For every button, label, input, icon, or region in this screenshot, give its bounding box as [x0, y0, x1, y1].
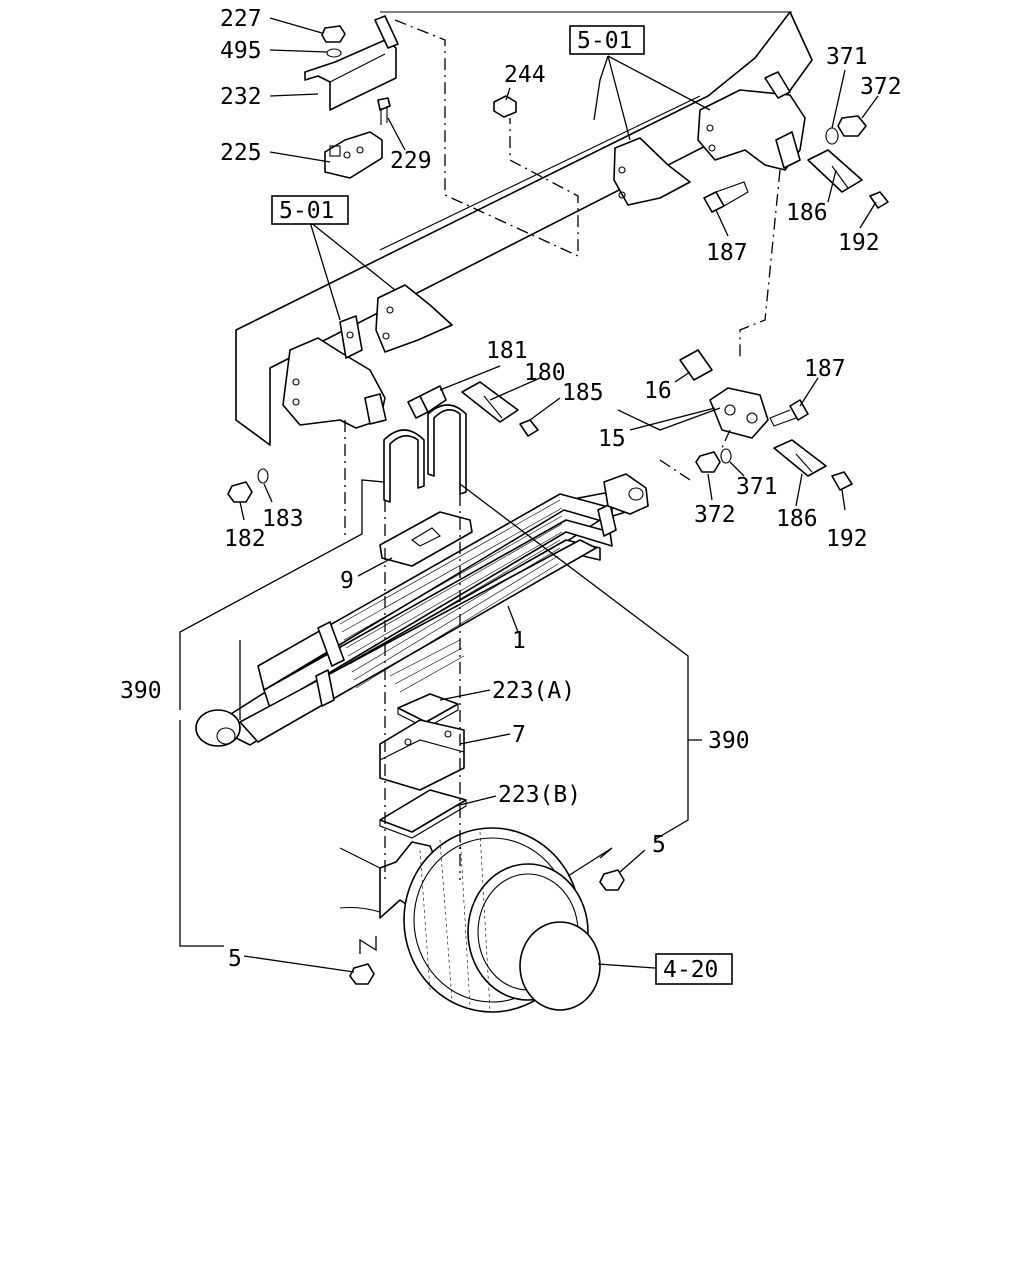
callout-186-lower: 186: [776, 506, 818, 532]
nut-372-lower: [695, 451, 721, 473]
callout-192-lower: 192: [826, 526, 868, 552]
pin-180: [461, 381, 519, 423]
callout-223b: 223(B): [498, 782, 581, 808]
bushing-16: [679, 349, 713, 381]
pin-186-lower: [773, 439, 827, 477]
callout-1: 1: [512, 628, 526, 654]
callout-225: 225: [220, 140, 262, 166]
callout-7: 7: [512, 722, 526, 748]
grease-nipple-192-lower: [831, 471, 853, 491]
callout-223a: 223(A): [492, 678, 575, 704]
nut-5-left: [349, 963, 375, 985]
callout-232: 232: [220, 84, 262, 110]
callout-187-lower: 187: [804, 356, 846, 382]
nut-227: [321, 25, 346, 43]
callout-371-lower: 371: [736, 474, 778, 500]
callout-5-left: 5: [228, 946, 242, 972]
callout-372-upper: 372: [860, 74, 902, 100]
reference-box-5-01-top: 5-01: [569, 25, 645, 55]
frame-rail: [235, 11, 813, 446]
rear-spring-hanger: [697, 71, 806, 171]
spacer-223b: [379, 789, 467, 839]
callout-183: 183: [262, 506, 304, 532]
reference-box-5-01-left: 5-01: [271, 195, 349, 225]
callout-244: 244: [504, 62, 546, 88]
callout-180: 180: [524, 360, 566, 386]
bracket-232: [304, 15, 399, 111]
spring-plate-9: [379, 511, 473, 567]
nut-182: [227, 481, 253, 503]
shackle-15: [709, 387, 769, 439]
bolt-187-upper: [703, 181, 749, 213]
pin-186-upper: [807, 149, 863, 193]
washer-495: [326, 48, 342, 58]
nut-5-right: [599, 869, 625, 891]
grease-nipple-185: [519, 419, 539, 437]
front-spring-hanger: [282, 315, 387, 429]
callout-390-left: 390: [120, 678, 162, 704]
bolt-181: [407, 385, 447, 419]
callout-5-right: 5: [652, 832, 666, 858]
callout-186-upper: 186: [786, 200, 828, 226]
bolt-187-lower: [769, 399, 809, 427]
callout-labels: 227 495 232 225 229 244 371 372 186 192 …: [120, 6, 902, 972]
bracket-225: [324, 131, 383, 179]
bolt-229: [377, 97, 391, 125]
washer-371-lower: [720, 448, 732, 464]
assembly-dash-lines: [344, 19, 781, 880]
axle-hub-drum: [339, 827, 601, 1013]
u-bolt-390-right: [427, 404, 467, 495]
callout-16: 16: [644, 378, 672, 404]
leaf-spring-assembly: [195, 473, 649, 747]
nut-372-upper: [837, 115, 867, 137]
callout-182: 182: [224, 526, 266, 552]
nut-244: [493, 95, 517, 118]
callout-192-upper: 192: [838, 230, 880, 256]
callout-229: 229: [390, 148, 432, 174]
callout-371-upper: 371: [826, 44, 868, 70]
reference-4-20: 4-20: [663, 957, 718, 983]
grease-nipple-192-upper: [869, 191, 889, 209]
u-bolt-390-left: [383, 429, 425, 503]
reference-box-4-20: 4-20: [655, 953, 733, 985]
callout-185: 185: [562, 380, 604, 406]
leader-lines: [179, 17, 879, 973]
rear-gusset-bracket: [613, 137, 691, 206]
washer-371-upper: [825, 127, 839, 145]
callout-390-right: 390: [708, 728, 750, 754]
washer-183: [257, 468, 269, 484]
callout-495: 495: [220, 38, 262, 64]
reference-5-01-top: 5-01: [577, 28, 632, 54]
callout-372-lower: 372: [694, 502, 736, 528]
front-gusset-bracket: [375, 284, 453, 353]
callout-181: 181: [486, 338, 528, 364]
callout-187-upper: 187: [706, 240, 748, 266]
reference-5-01-left: 5-01: [279, 198, 334, 224]
spacer-block-7: [379, 719, 465, 791]
callout-9: 9: [340, 568, 354, 594]
callout-227: 227: [220, 6, 262, 32]
callout-15: 15: [598, 426, 626, 452]
